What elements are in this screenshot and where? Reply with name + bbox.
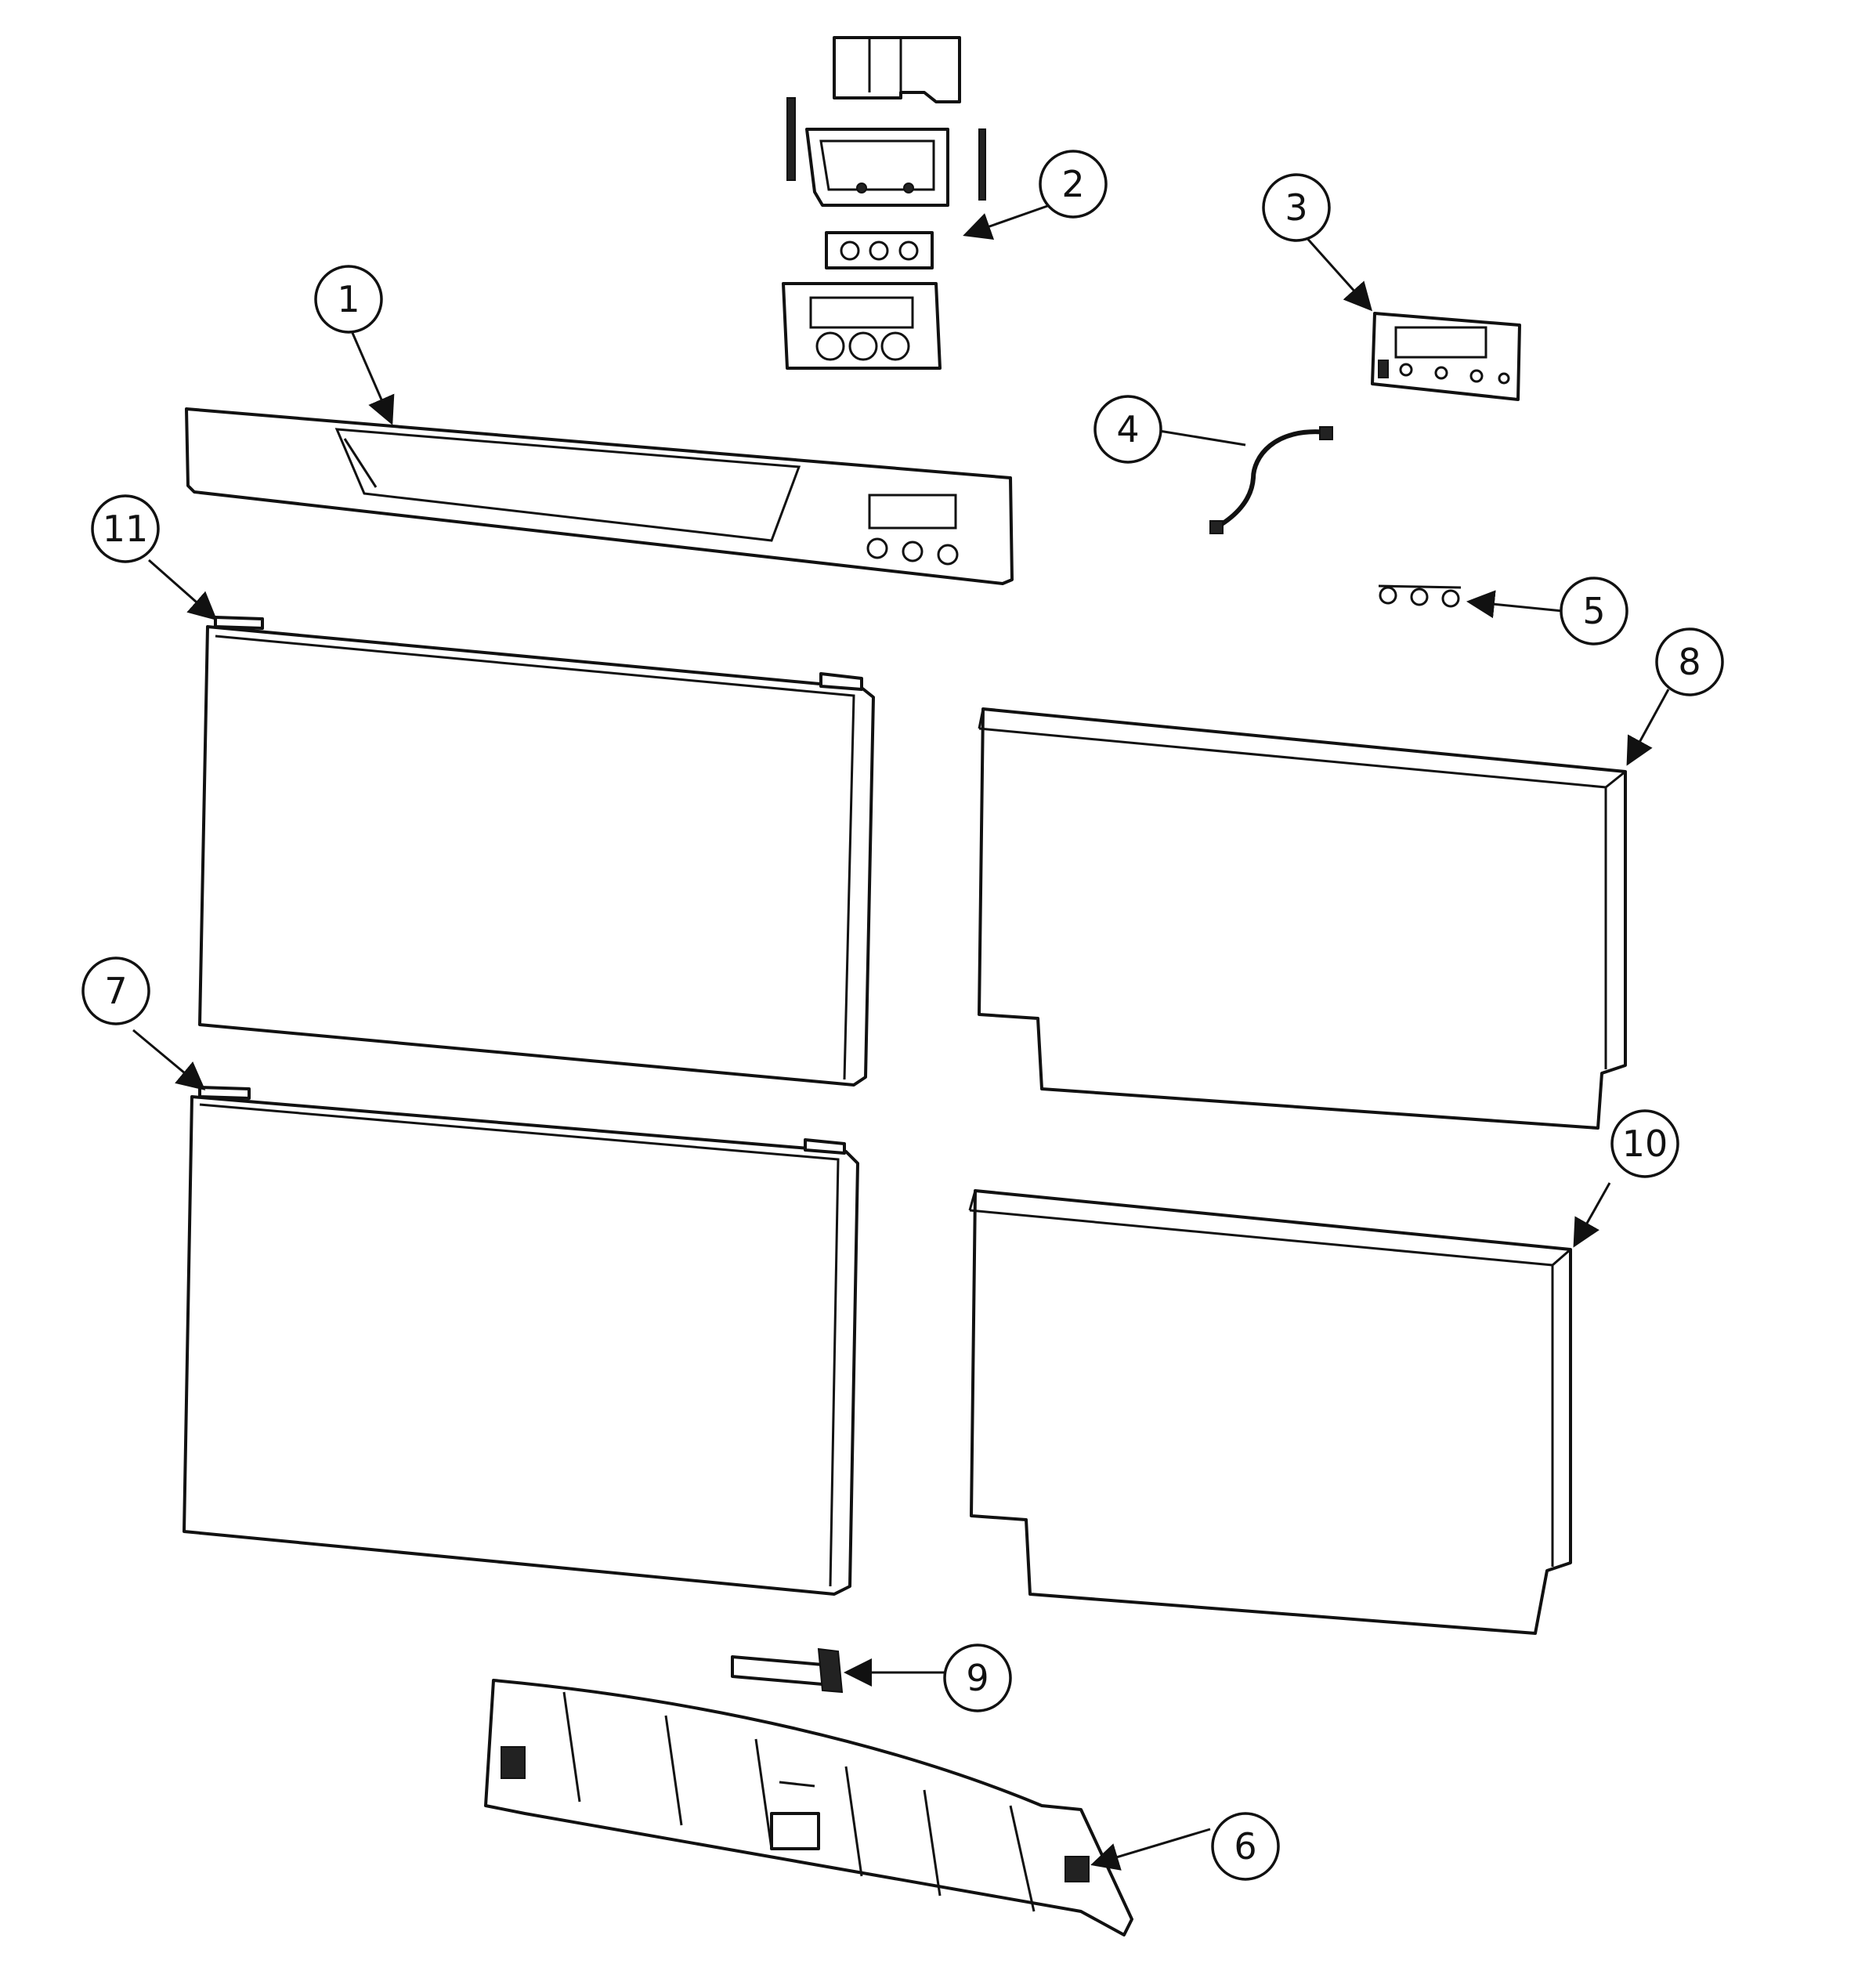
callout-6: 6 — [1211, 1812, 1280, 1881]
callout-7: 7 — [81, 956, 150, 1025]
part-4-wire-harness — [1209, 426, 1333, 534]
callout-10: 10 — [1610, 1109, 1679, 1178]
callout-2: 2 — [1039, 150, 1108, 219]
callout-3: 3 — [1262, 173, 1331, 242]
callout-5: 5 — [1560, 577, 1628, 645]
callout-1-label: 1 — [337, 278, 360, 320]
callout-8: 8 — [1655, 627, 1724, 696]
part-9-fastener-pin — [731, 1647, 844, 1694]
callout-5-label: 5 — [1582, 590, 1605, 632]
callout-11-label: 11 — [103, 508, 149, 550]
part-1-control-panel — [185, 407, 1014, 585]
callout-6-label: 6 — [1234, 1825, 1256, 1868]
callout-10-label: 10 — [1622, 1123, 1668, 1165]
callout-11: 11 — [91, 494, 160, 563]
callout-8-label: 8 — [1678, 641, 1701, 683]
callout-4: 4 — [1093, 395, 1162, 464]
callout-1: 1 — [314, 265, 383, 334]
callout-7-label: 7 — [104, 970, 127, 1012]
callout-9: 9 — [943, 1644, 1012, 1712]
leader-lines — [132, 204, 1670, 1871]
part-6-kickplate — [484, 1679, 1133, 1936]
part-5-button-set — [1378, 584, 1462, 608]
callout-9-label: 9 — [966, 1657, 989, 1699]
part-3-display-board — [1371, 312, 1521, 401]
callout-2-label: 2 — [1061, 163, 1084, 205]
part-10-lower-insulation-panel — [968, 1189, 1572, 1635]
part-8-upper-insulation-panel — [978, 707, 1627, 1130]
part-7-lower-drawer-front — [183, 1086, 859, 1596]
part-11-upper-drawer-front — [198, 616, 875, 1087]
callout-3-label: 3 — [1285, 186, 1307, 229]
callout-4-label: 4 — [1116, 408, 1139, 450]
part-2-control-module-assembly — [782, 36, 986, 370]
